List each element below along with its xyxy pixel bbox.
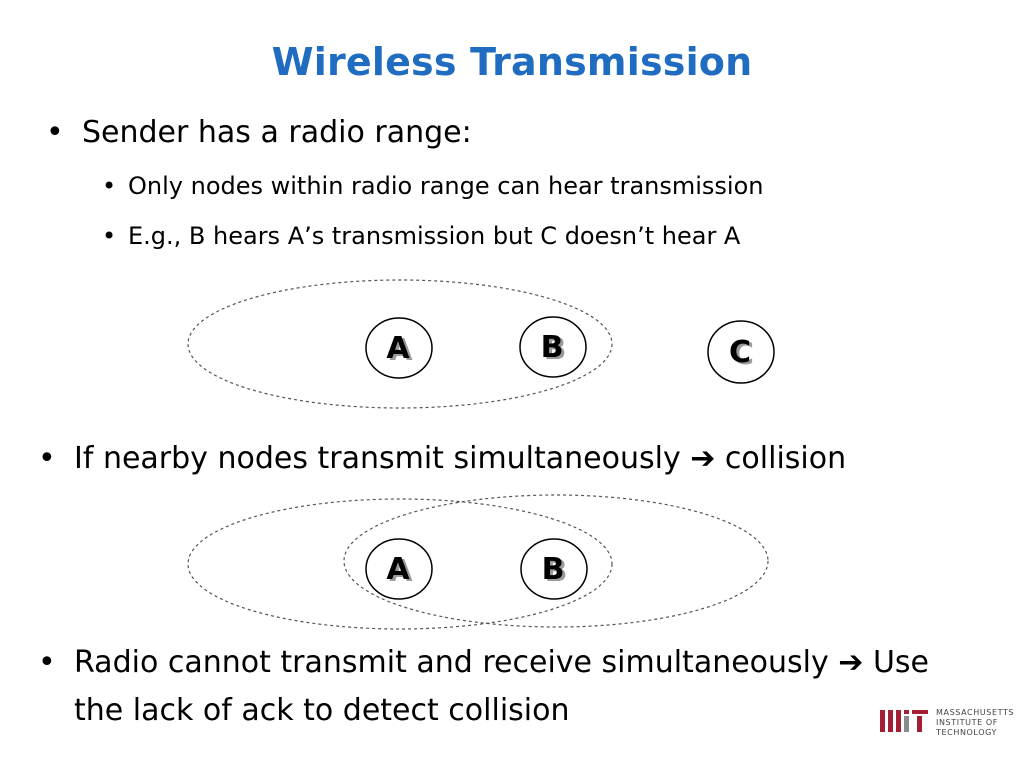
bullet-sender-range: • Sender has a radio range: bbox=[46, 114, 472, 152]
diagram-collision: A A B B bbox=[187, 494, 769, 630]
bullet-dot: • bbox=[46, 115, 64, 150]
node-b-label-shadow: B bbox=[544, 332, 567, 367]
sub-bullet-text: E.g., B hears A’s transmission but C doe… bbox=[128, 222, 741, 250]
sub-bullet-text: Only nodes within radio range can hear t… bbox=[128, 172, 764, 200]
node-b-circle bbox=[519, 316, 587, 378]
bullet-text: If nearby nodes transmit simultaneously … bbox=[74, 441, 847, 476]
range-ellipse-b2 bbox=[343, 494, 769, 628]
node-c-label: C bbox=[729, 335, 751, 370]
node-b-label: B bbox=[542, 552, 565, 587]
node-c-circle bbox=[707, 320, 775, 384]
node-b-circle bbox=[520, 538, 588, 600]
node-b-2: B B bbox=[520, 538, 588, 600]
bullet-radio-duplex: • Radio cannot transmit and receive simu… bbox=[38, 644, 930, 682]
node-a-circle bbox=[365, 317, 433, 379]
bullet-collision: • If nearby nodes transmit simultaneousl… bbox=[38, 440, 847, 478]
mit-logo-mark-icon bbox=[880, 710, 928, 732]
bullet-text-line1: Radio cannot transmit and receive simult… bbox=[74, 645, 930, 680]
mit-logo-wordmark: MASSACHUSETTS INSTITUTE OF TECHNOLOGY bbox=[936, 708, 1014, 738]
node-c: C C bbox=[707, 320, 775, 384]
mit-logo-line: INSTITUTE OF bbox=[936, 718, 998, 727]
node-a-label-shadow: A bbox=[389, 554, 413, 589]
bullet-dot: • bbox=[38, 645, 56, 680]
sub-bullet-within-range: • Only nodes within radio range can hear… bbox=[102, 171, 764, 201]
bullet-text: Sender has a radio range: bbox=[82, 115, 472, 150]
mit-logo-line: TECHNOLOGY bbox=[936, 728, 997, 737]
bullet-text-line2: the lack of ack to detect collision bbox=[74, 693, 570, 728]
node-a-label: A bbox=[386, 552, 410, 587]
node-b-label-shadow: B bbox=[545, 554, 568, 589]
node-a-circle bbox=[365, 538, 433, 600]
node-b-label: B bbox=[541, 330, 564, 365]
mit-logo-line: MASSACHUSETTS bbox=[936, 708, 1015, 717]
node-c-label-shadow: C bbox=[732, 337, 754, 372]
node-a-label: A bbox=[386, 331, 410, 366]
bullet-dot: • bbox=[102, 172, 117, 200]
slide-title: Wireless Transmission bbox=[271, 40, 753, 84]
sub-bullet-example: • E.g., B hears A’s transmission but C d… bbox=[102, 221, 741, 251]
node-a-label-shadow: A bbox=[389, 333, 413, 368]
range-ellipse-a2 bbox=[187, 498, 613, 630]
bullet-dot: • bbox=[38, 441, 56, 476]
diagram-range: A A B B C C bbox=[187, 279, 775, 409]
bullet-radio-duplex-cont: the lack of ack to detect collision bbox=[74, 692, 569, 730]
range-ellipse-a bbox=[187, 279, 613, 409]
node-a: A A bbox=[365, 317, 433, 379]
bullet-dot: • bbox=[102, 222, 117, 250]
mit-logo: MASSACHUSETTS INSTITUTE OF TECHNOLOGY bbox=[880, 708, 1020, 754]
node-b: B B bbox=[519, 316, 587, 378]
node-a-2: A A bbox=[365, 538, 433, 600]
